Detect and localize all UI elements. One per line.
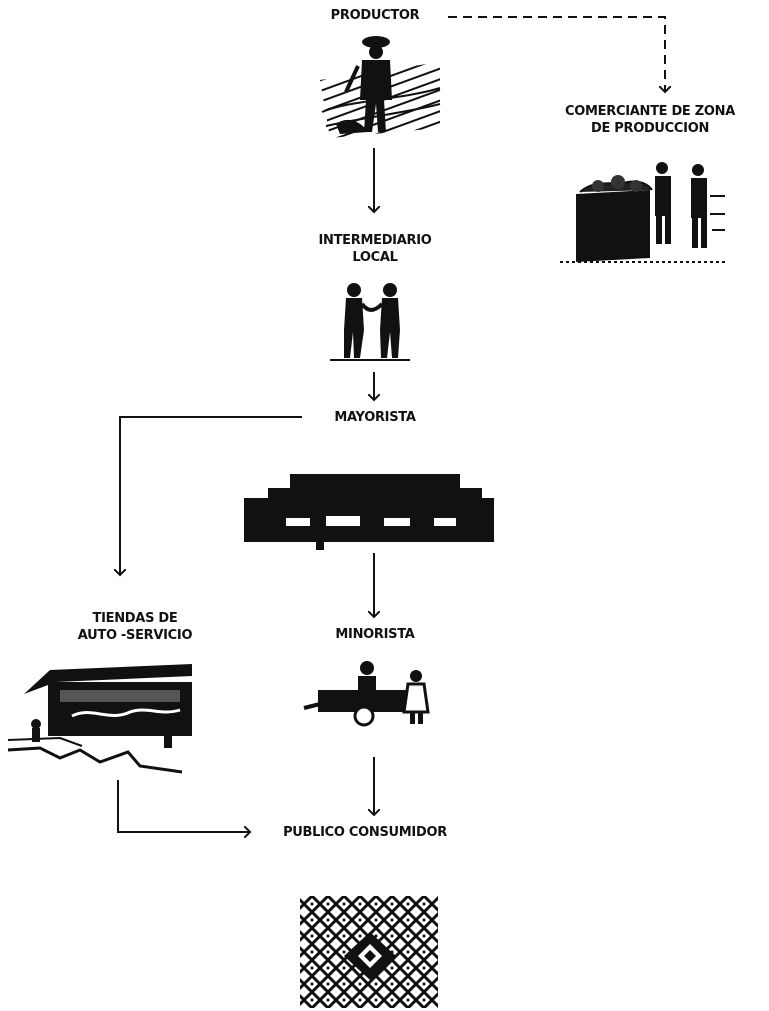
node-comerciante-label: COMERCIANTE DE ZONA DE PRODUCCION: [545, 103, 755, 137]
woven-basket-pattern-icon: [300, 896, 438, 1008]
node-comerciante-line-1: COMERCIANTE DE ZONA: [565, 104, 735, 119]
node-comerciante-line-2: DE PRODUCCION: [590, 121, 710, 136]
node-publico-label: PUBLICO CONSUMIDOR: [250, 824, 480, 841]
node-productor-text: PRODUCTOR: [330, 8, 420, 23]
node-tiendas-label: TIENDAS DE AUTO -SERVICIO: [40, 610, 230, 644]
node-intermediario-label: INTERMEDIARIO LOCAL: [290, 232, 460, 266]
node-minorista-text: MINORISTA: [335, 627, 415, 642]
node-productor-label: PRODUCTOR: [300, 7, 450, 24]
two-traders-handshake-icon: [330, 283, 410, 361]
farmer-in-field-icon: [320, 36, 441, 138]
merchants-with-produce-icon: [560, 162, 725, 263]
node-publico-text: PUBLICO CONSUMIDOR: [283, 825, 447, 840]
node-tiendas-line-1: TIENDAS DE: [92, 611, 178, 626]
supermarket-building-icon: [7, 664, 192, 774]
node-intermediario-line-1: INTERMEDIARIO: [318, 233, 432, 248]
street-vendor-cart-icon: [303, 661, 430, 727]
connector-lines: [117, 16, 665, 832]
edge-tiendas-publico: [117, 780, 250, 832]
node-mayorista-label: MAYORISTA: [310, 409, 440, 426]
edge-mayorista-tiendas: [120, 416, 302, 575]
node-minorista-label: MINORISTA: [300, 626, 450, 643]
node-intermediario-line-2: LOCAL: [352, 250, 398, 265]
wholesale-market-building-icon: [244, 474, 494, 550]
node-tiendas-line-2: AUTO -SERVICIO: [77, 628, 193, 643]
edge-productor-comerciante: [448, 16, 665, 92]
node-mayorista-text: MAYORISTA: [334, 410, 416, 425]
